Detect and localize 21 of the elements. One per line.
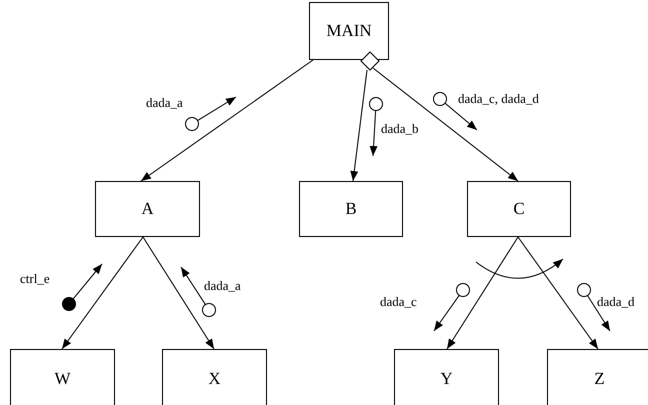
couple-label: dada_a	[146, 95, 183, 111]
module-box: C	[467, 181, 571, 237]
couple-label: dada_b	[381, 121, 419, 137]
arrow	[372, 68, 518, 182]
arrow	[140, 60, 314, 182]
module-box: B	[299, 181, 403, 237]
couple-label: dada_d	[597, 294, 635, 310]
arrow	[518, 236, 598, 350]
arrow	[142, 236, 214, 350]
module-box: X	[162, 349, 267, 405]
module-box: Y	[394, 349, 499, 405]
couple-label: dada_c, dada_d	[458, 91, 539, 107]
arrow	[446, 236, 518, 350]
arrow	[62, 236, 144, 350]
arrow	[350, 70, 368, 182]
couple-label: dada_c	[380, 294, 417, 310]
couple-label: ctrl_e	[20, 271, 50, 287]
couple-label: dada_a	[204, 278, 241, 294]
module-box: W	[10, 349, 115, 405]
module-box: Z	[547, 349, 648, 405]
module-box: A	[95, 181, 200, 237]
